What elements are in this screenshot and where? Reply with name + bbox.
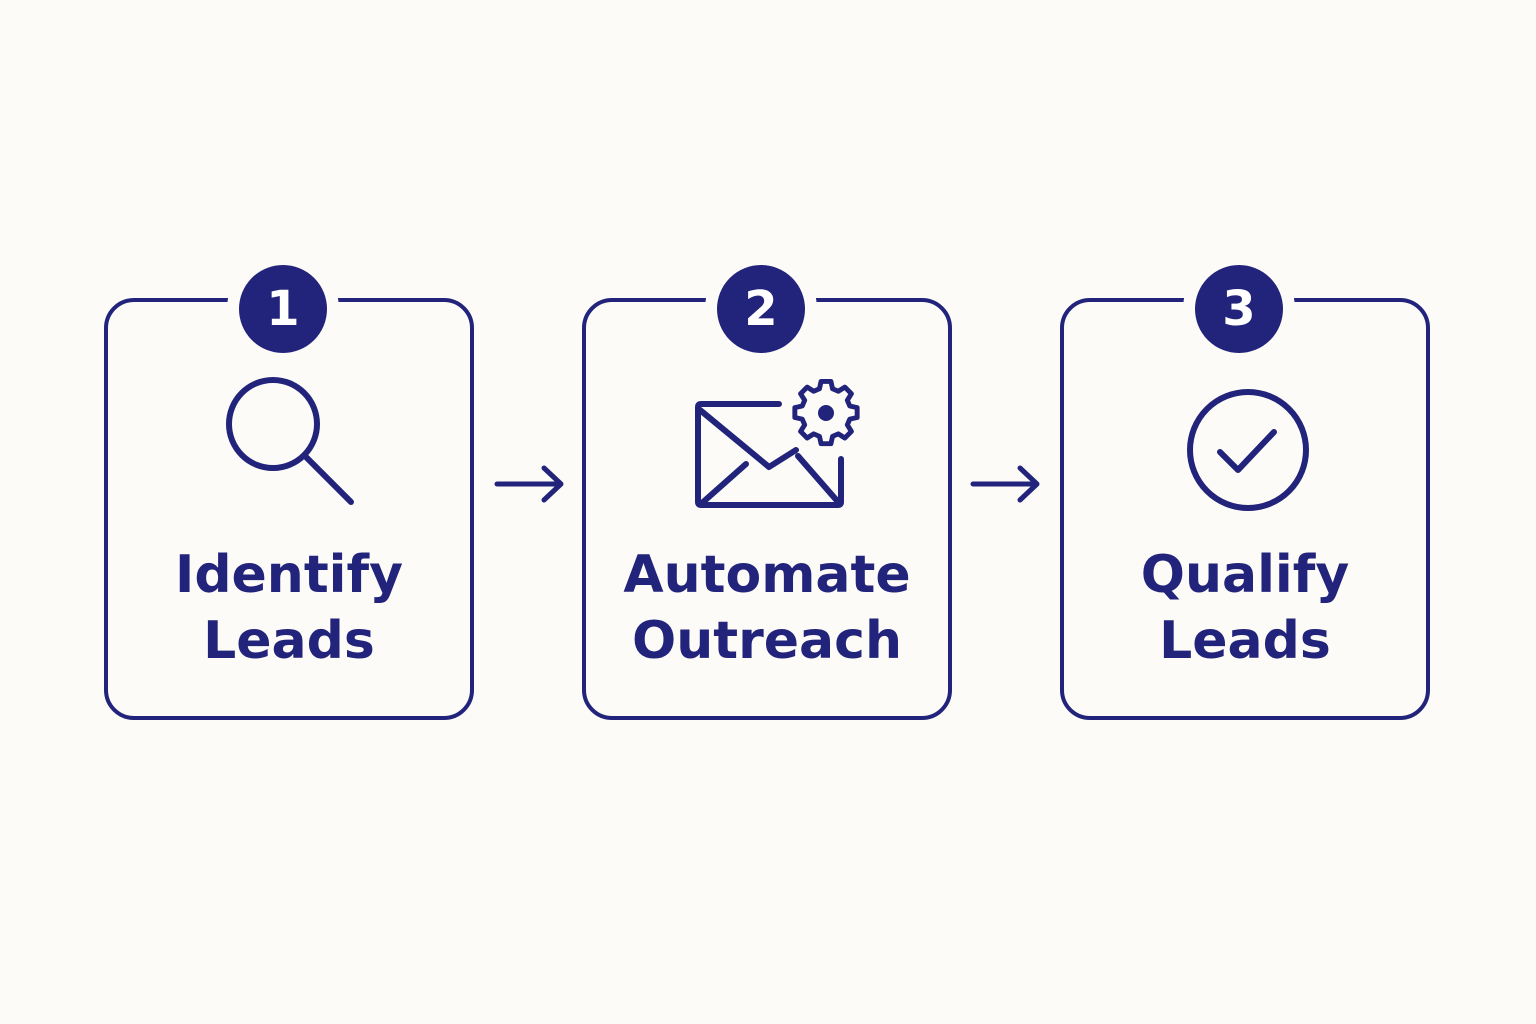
step-label-line2: Leads <box>203 611 375 671</box>
step-label: Identify Leads <box>108 542 470 674</box>
step-card-identify-leads: 1 Identify Leads <box>104 253 474 720</box>
step-card-qualify-leads: 3 Qualify Leads <box>1060 253 1430 720</box>
step-card-automate-outreach: 2 Automate Outreach <box>582 253 952 720</box>
step-number-badge: 2 <box>705 253 817 365</box>
check-circle-icon <box>1187 389 1309 511</box>
step-label-line2: Outreach <box>632 611 902 671</box>
search-icon <box>226 377 354 505</box>
step-number-badge: 1 <box>227 253 339 365</box>
step-label: Automate Outreach <box>586 542 948 674</box>
email-automation-icon <box>695 378 860 508</box>
step-label-line1: Automate <box>623 545 911 605</box>
step-label-line1: Qualify <box>1140 545 1350 605</box>
step-label-line2: Leads <box>1159 611 1331 671</box>
arrow-right-icon <box>494 465 564 503</box>
step-number-badge: 3 <box>1183 253 1295 365</box>
step-label: Qualify Leads <box>1064 542 1426 674</box>
step-label-line1: Identify <box>174 545 404 605</box>
arrow-right-icon <box>970 465 1040 503</box>
